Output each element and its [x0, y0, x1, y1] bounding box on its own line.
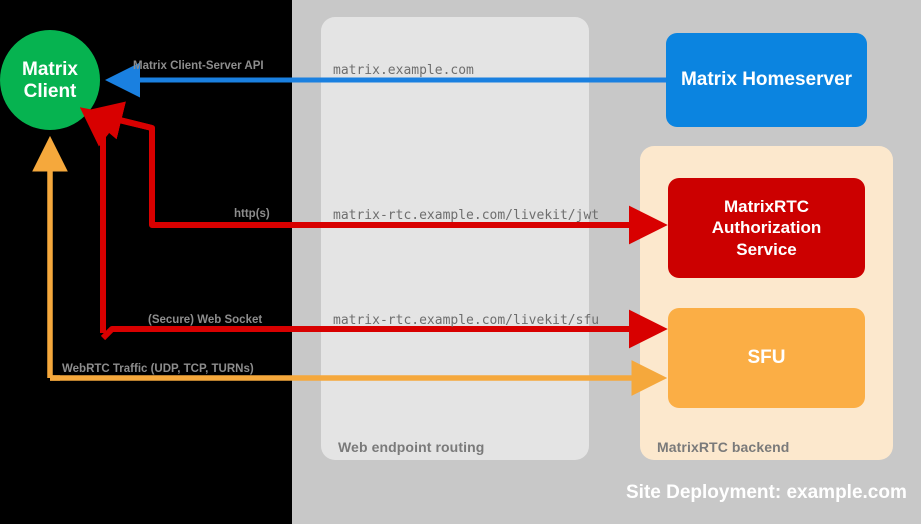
- matrix-homeserver-node: [666, 33, 867, 127]
- web-endpoint-routing-caption: Web endpoint routing: [338, 439, 485, 455]
- matrix-client-node: [0, 30, 100, 130]
- edge-label-client-server-api: Matrix Client-Server API: [133, 60, 264, 72]
- edge-label-webrtc-traffic: WebRTC Traffic (UDP, TCP, TURNs): [62, 363, 254, 375]
- endpoint-label-jwt: matrix-rtc.example.com/livekit/jwt: [333, 208, 600, 223]
- web-endpoint-routing-panel: [321, 17, 589, 460]
- edge-secure-web-socket: [79, 107, 123, 333]
- site-deployment-caption: Site Deployment: example.com: [626, 482, 907, 503]
- matrixrtc-backend-caption: MatrixRTC backend: [657, 439, 790, 455]
- endpoint-label-sfu: matrix-rtc.example.com/livekit/sfu: [333, 313, 600, 328]
- edge-label-secure-web-socket: (Secure) Web Socket: [148, 314, 263, 326]
- matrixrtc-authorization-service-node: [668, 178, 865, 278]
- endpoint-label-homeserver: matrix.example.com: [333, 63, 474, 78]
- edge-secure-web-socket-trunk: [100, 326, 660, 341]
- edge-label-https: http(s): [234, 208, 270, 220]
- sfu-node: [668, 308, 865, 408]
